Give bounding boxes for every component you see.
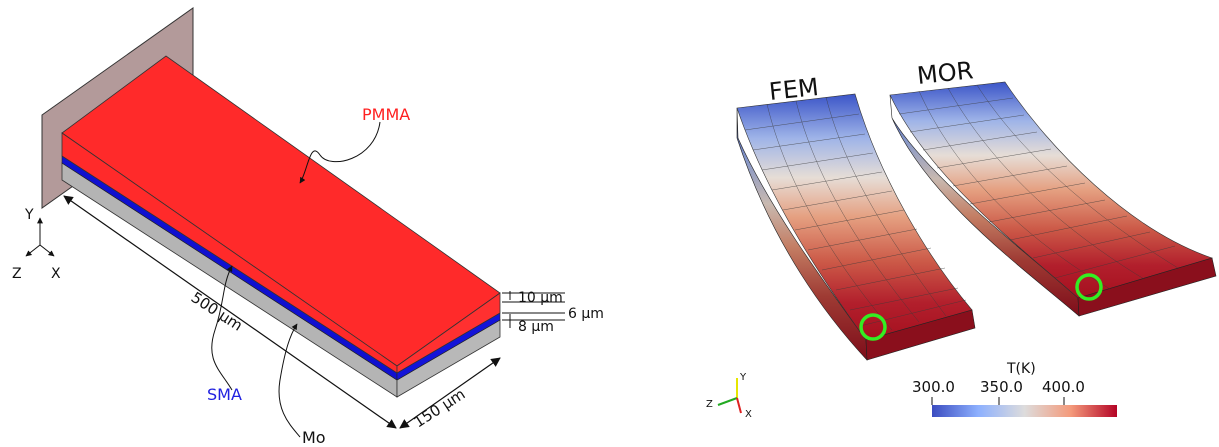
axis-x-label: X [51, 266, 61, 282]
colorbar-tick-400: 400.0 [1042, 378, 1085, 396]
axis-z-label: Z [12, 266, 22, 282]
thickness-ticks [502, 291, 565, 328]
orientation-axes: Y Z X [706, 372, 752, 420]
colorbar-title: T(K) [1006, 361, 1036, 377]
pmma-label: PMMA [362, 105, 410, 124]
colorbar-gradient [932, 405, 1117, 417]
thickness-bottom-label: 8 µm [518, 319, 554, 335]
fem-probe-marker [859, 313, 887, 341]
sma-callout-line [211, 265, 233, 391]
orient-y-label: Y [739, 372, 747, 383]
length-label: 500 µm [188, 288, 246, 334]
axis-triad [25, 217, 55, 257]
colorbar-tick-300: 300.0 [912, 378, 955, 396]
fem-beam [736, 93, 976, 361]
thickness-mid-label: 6 µm [568, 306, 604, 322]
thickness-top-label: 10 µm [518, 290, 563, 306]
mo-callout-line [278, 323, 301, 438]
mo-label: Mo [302, 428, 326, 447]
temperature-colorbar: T(K) 300.0 350.0 400.0 [912, 361, 1117, 417]
sma-label: SMA [207, 385, 242, 404]
mor-beam [889, 81, 1217, 317]
fem-label: FEM [768, 73, 820, 106]
simulation-view: FEM MOR T(K) 300.0 350.0 400.0 [706, 56, 1217, 420]
axis-y-label: Y [24, 207, 34, 223]
colorbar-tick-350: 350.0 [980, 378, 1023, 396]
orient-x-label: X [745, 409, 752, 420]
width-label: 150 µm [410, 385, 468, 431]
pmma-callout-line [299, 121, 381, 184]
width-dimension-line [399, 357, 501, 429]
mor-label: MOR [916, 56, 975, 90]
orient-z-label: Z [706, 399, 713, 410]
mor-probe-marker [1075, 273, 1103, 301]
cantilever-diagram: 500 µm 150 µm 10 µm 6 µm 8 µm PMMA SMA M… [12, 7, 604, 447]
length-dimension-line [63, 195, 397, 429]
